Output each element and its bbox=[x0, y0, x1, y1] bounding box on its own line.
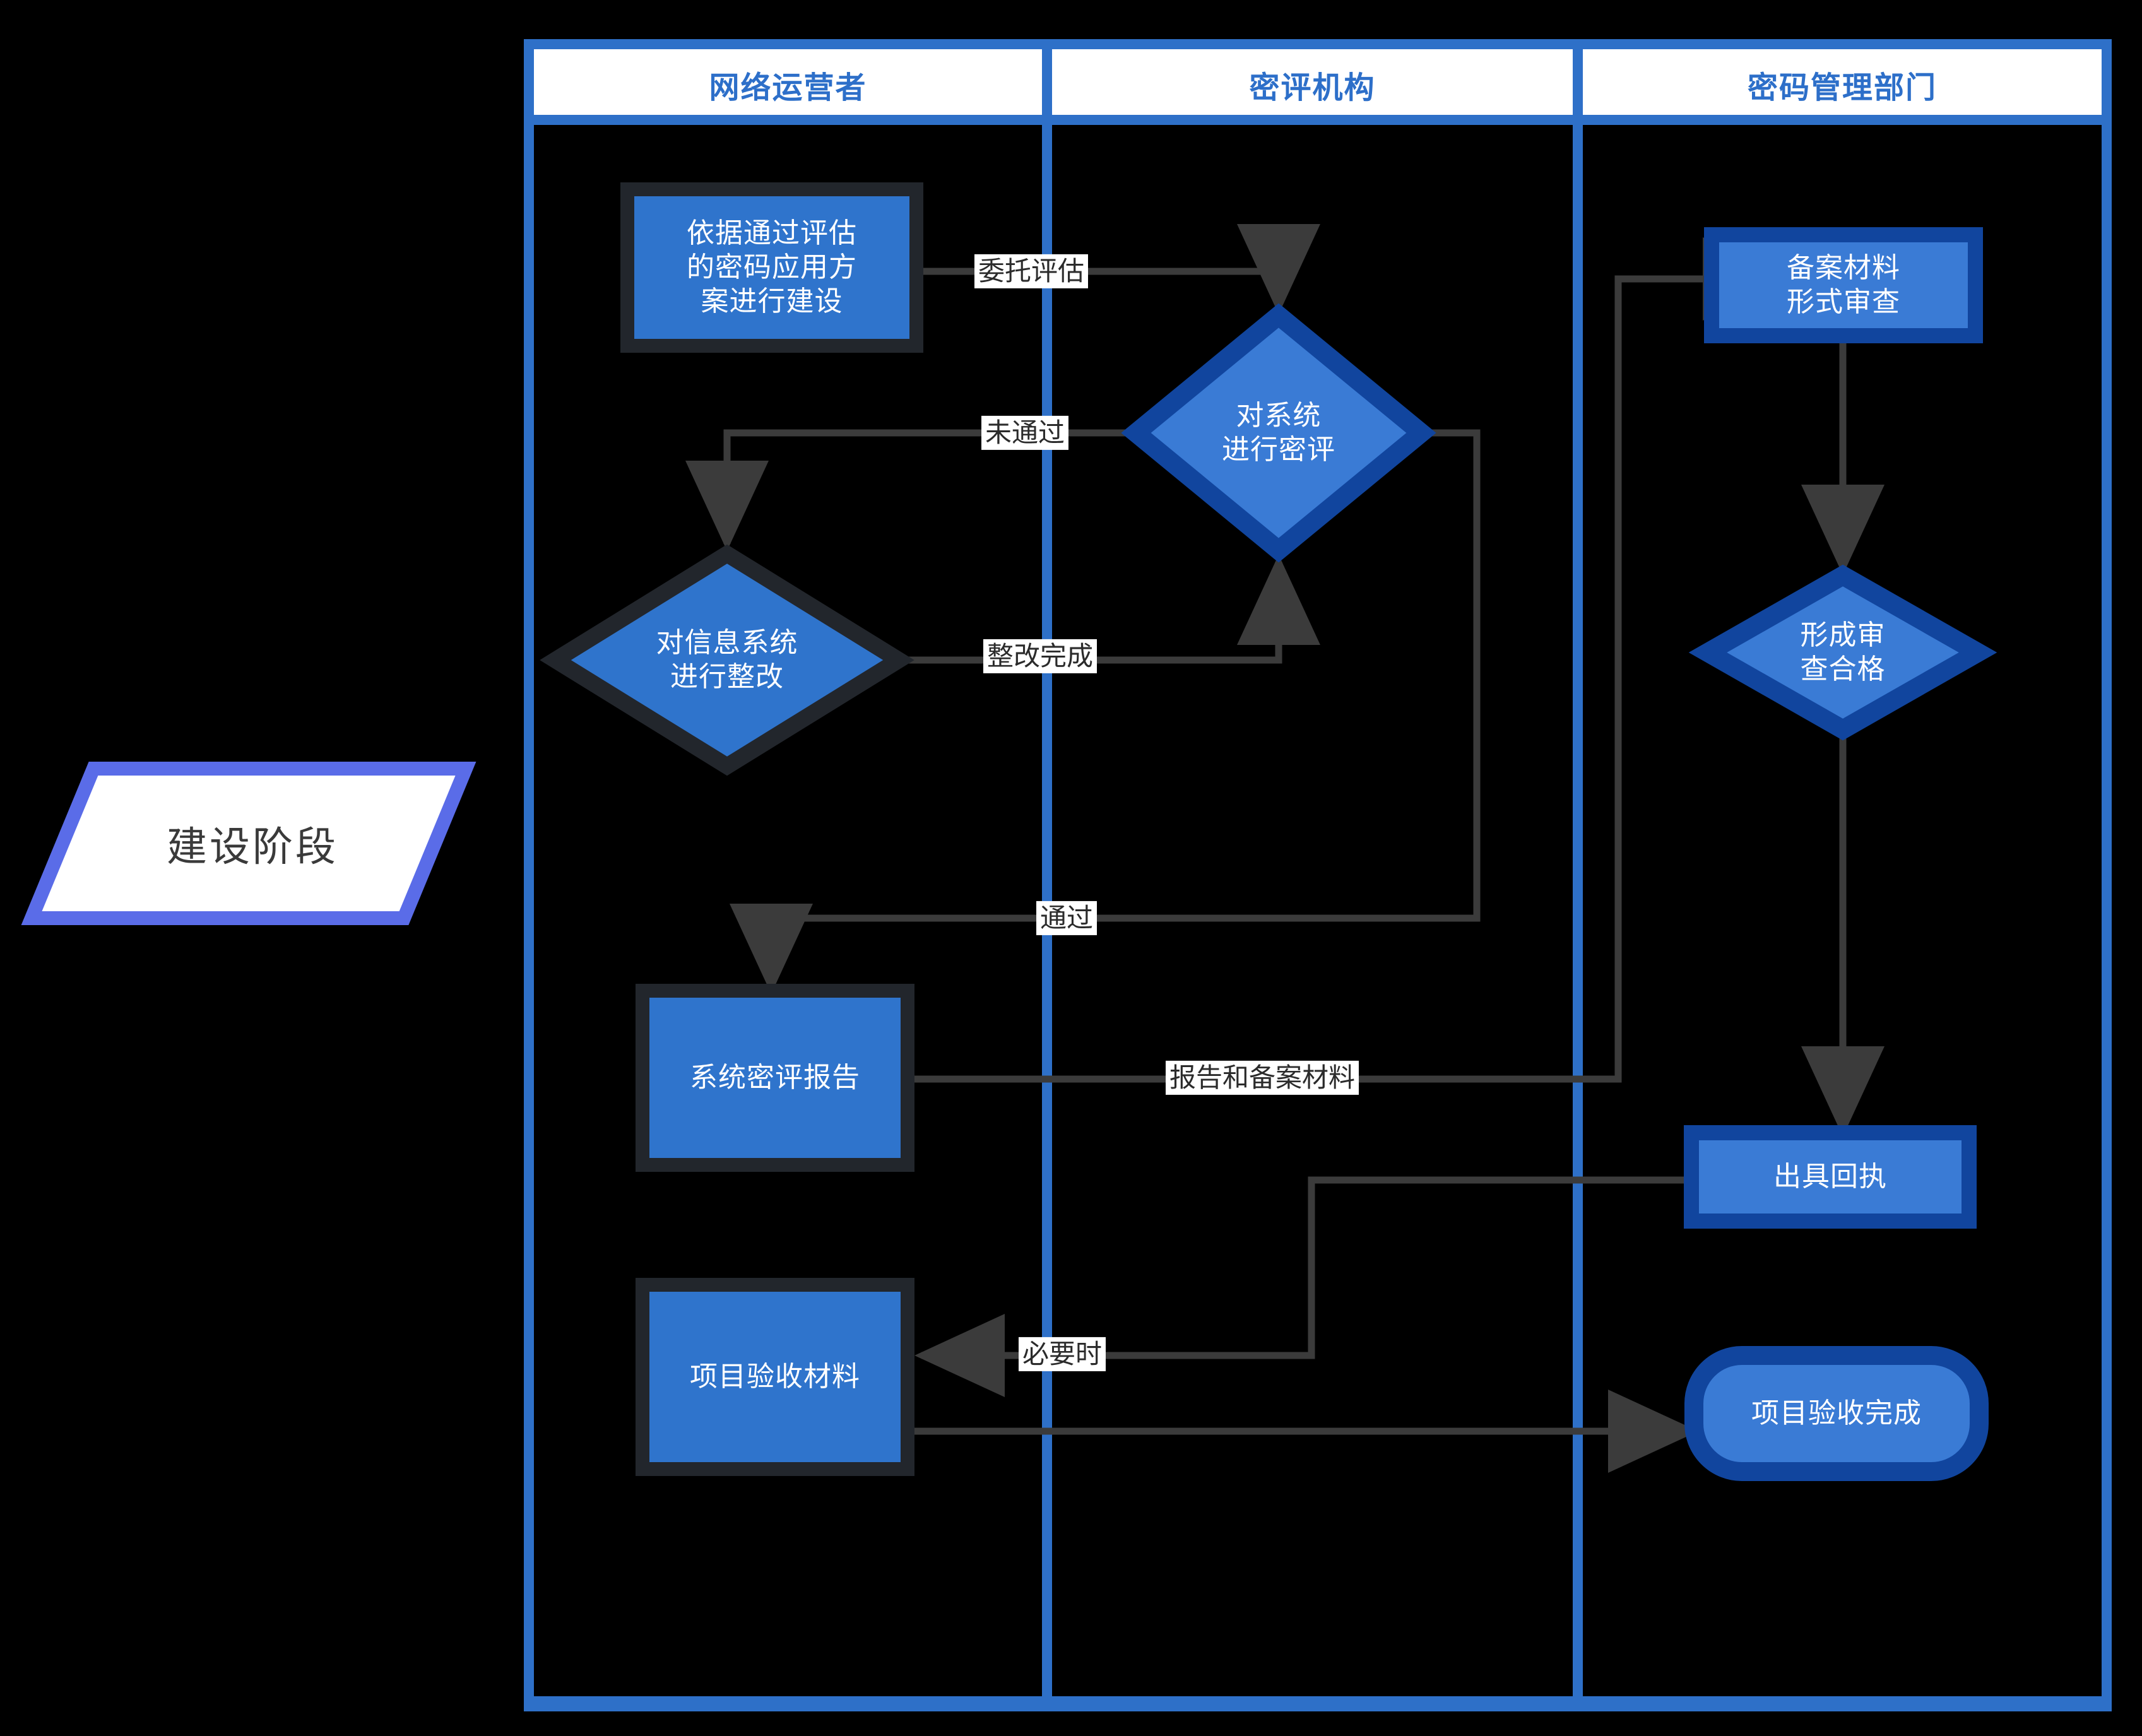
phase-tag-shape bbox=[21, 762, 476, 925]
node-review-qualified-shape[interactable] bbox=[1688, 564, 1997, 741]
pool-frame bbox=[524, 39, 2112, 1711]
edge-commission-path bbox=[916, 224, 1320, 314]
node-system-rectify-shape[interactable] bbox=[540, 544, 914, 776]
edge-label-not-passed-text: 未通过 bbox=[985, 416, 1065, 448]
edge-passed-path bbox=[730, 429, 1481, 994]
lane-title-regulator-text: 密码管理部门 bbox=[1747, 70, 1937, 105]
lane-title-operator-text: 网络运营者 bbox=[709, 70, 867, 105]
edge-label-report-filing-text: 报告和备案材料 bbox=[1169, 1061, 1356, 1093]
edge-label-commission: 委托评估 bbox=[974, 254, 1089, 289]
edge-label-rectify-done: 整改完成 bbox=[983, 639, 1098, 674]
edge-label-rectify-done-text: 整改完成 bbox=[986, 640, 1094, 671]
edge-label-if-needed: 必要时 bbox=[1018, 1337, 1106, 1372]
node-filing-form-review-shape[interactable] bbox=[1704, 227, 1983, 343]
edge-label-passed-text: 通过 bbox=[1039, 902, 1094, 933]
edge-label-passed: 通过 bbox=[1036, 900, 1098, 936]
edge-label-not-passed: 未通过 bbox=[981, 415, 1069, 451]
edge-label-if-needed-text: 必要时 bbox=[1022, 1338, 1103, 1369]
node-system-assessment-shape[interactable] bbox=[1121, 303, 1436, 563]
lane-title-assessor-text: 密评机构 bbox=[1249, 70, 1376, 105]
lane-title-regulator: 密码管理部门 bbox=[1583, 49, 2102, 120]
lane-title-operator: 网络运营者 bbox=[534, 49, 1042, 120]
node-assessment-report-shape[interactable] bbox=[636, 984, 914, 1172]
edge-label-commission-text: 委托评估 bbox=[978, 255, 1085, 286]
node-acceptance-material-shape[interactable] bbox=[636, 1278, 914, 1476]
edge-label-report-filing: 报告和备案材料 bbox=[1165, 1060, 1359, 1095]
node-acceptance-done-shape[interactable] bbox=[1684, 1346, 1989, 1481]
node-build-per-plan-shape[interactable] bbox=[620, 182, 923, 353]
edge-not-passed-path bbox=[685, 429, 1144, 551]
lane-title-assessor: 密评机构 bbox=[1052, 49, 1573, 120]
node-issue-receipt-shape[interactable] bbox=[1684, 1125, 1977, 1229]
edge-if-needed-path bbox=[914, 1176, 1698, 1397]
